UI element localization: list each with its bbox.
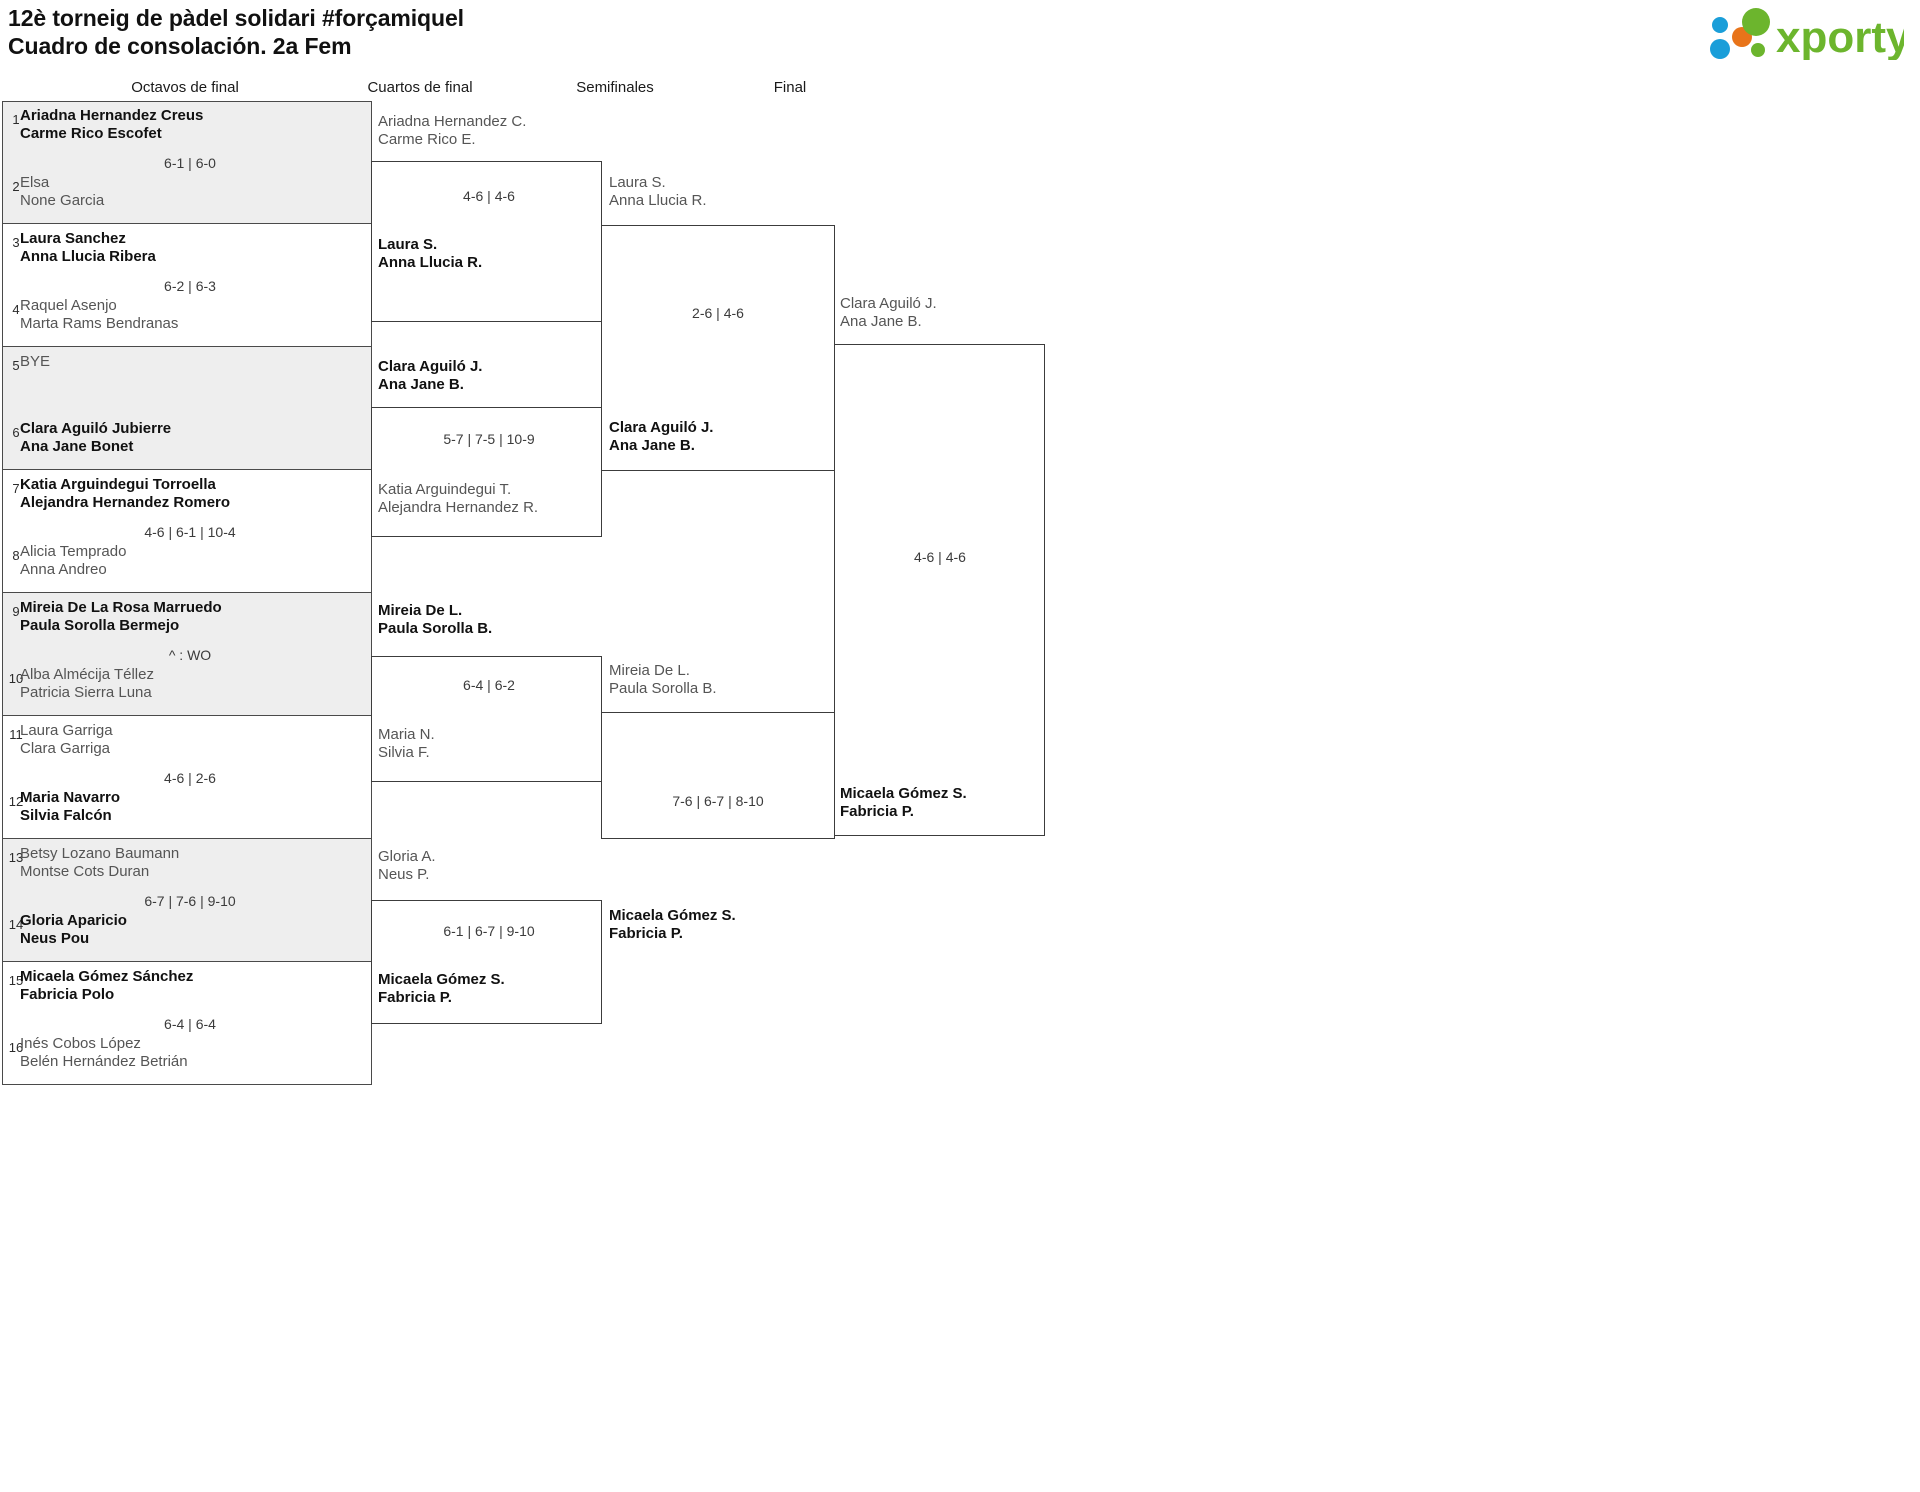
sf-score: 7-6 | 6-7 | 8-10: [672, 793, 764, 809]
r16-score: 6-4 | 6-4: [164, 1016, 216, 1032]
r16-match-cell[interactable]: [2, 347, 372, 470]
sf-team-top[interactable]: Mireia De L.Paula Sorolla B.: [609, 662, 717, 698]
qf-score: 6-4 | 6-2: [463, 677, 515, 693]
player-name: Micaela Gómez S.: [378, 971, 505, 988]
qf-team-bottom[interactable]: Katia Arguindegui T.Alejandra Hernandez …: [378, 481, 538, 517]
player-name: Paula Sorolla B.: [609, 680, 717, 697]
qf-score: 4-6 | 4-6: [463, 188, 515, 204]
sf-team-bottom[interactable]: Clara Aguiló J.Ana Jane B.: [609, 419, 713, 455]
qf-team-top[interactable]: Ariadna Hernandez C.Carme Rico E.: [378, 113, 526, 149]
seed-number: 10: [8, 671, 24, 686]
player-name: Ariadna Hernandez C.: [378, 113, 527, 130]
final-score: 4-6 | 4-6: [914, 549, 966, 565]
r16-match-cell[interactable]: [2, 839, 372, 962]
bracket-subtitle: Cuadro de consolación. 2a Fem: [8, 33, 352, 59]
qf-team-bottom[interactable]: Laura S.Anna Llucia R.: [378, 236, 482, 272]
player-name: Ana Jane B.: [840, 313, 922, 330]
seed-number: 14: [8, 917, 24, 932]
player-name: Neus P.: [378, 866, 430, 883]
round-header-r16: Octavos de final: [131, 79, 239, 96]
player-name: Laura S.: [609, 174, 666, 191]
seed-number: 9: [12, 604, 20, 619]
r16-score: 6-2 | 6-3: [164, 278, 216, 294]
sf-team-top[interactable]: Laura S.Anna Llucia R.: [609, 174, 707, 210]
player-name: Carme Rico E.: [378, 131, 476, 148]
player-name: Anna Llucia R.: [378, 254, 483, 271]
qf-team-top[interactable]: Clara Aguiló J.Ana Jane B.: [378, 358, 482, 394]
sf-connector-2: [601, 712, 835, 839]
player-name: Gloria A.: [378, 848, 436, 865]
r16-score: 4-6 | 6-1 | 10-4: [144, 524, 236, 540]
round-header-sf: Semifinales: [576, 79, 654, 96]
player-name: Fabricia P.: [378, 989, 452, 1006]
qf-score: 6-1 | 6-7 | 9-10: [443, 923, 535, 939]
sf-team-bottom[interactable]: Micaela Gómez S.Fabricia P.: [609, 907, 736, 943]
seed-number: 4: [12, 302, 20, 317]
qf-team-bottom[interactable]: Maria N.Silvia F.: [378, 726, 435, 762]
player-name: Ana Jane B.: [378, 376, 464, 393]
seed-number: 5: [12, 358, 20, 373]
player-name: Fabricia P.: [609, 925, 683, 942]
player-name: Mireia De L.: [378, 602, 463, 619]
seed-number: 16: [8, 1040, 24, 1055]
logo-dot-blue-bottom: [1710, 39, 1730, 59]
qf-connector-4: [371, 900, 602, 1024]
player-name: Alejandra Hernandez R.: [378, 499, 539, 516]
xporty-logo[interactable]: xporty: [1704, 8, 1911, 62]
qf-score: 5-7 | 7-5 | 10-9: [443, 431, 535, 447]
seed-number: 7: [12, 481, 20, 496]
player-name: Ana Jane B.: [609, 437, 695, 454]
seed-number: 6: [12, 425, 20, 440]
player-name: Katia Arguindegui T.: [378, 481, 512, 498]
qf-team-top[interactable]: Gloria A.Neus P.: [378, 848, 436, 884]
round-header-f: Final: [773, 79, 807, 96]
qf-connector-2: [371, 407, 602, 537]
sf-score: 2-6 | 4-6: [692, 305, 744, 321]
player-name: Clara Aguiló J.: [840, 295, 937, 312]
player-name: Clara Aguiló J.: [378, 358, 483, 375]
logo-dot-blue-top: [1712, 17, 1728, 33]
seed-number: 12: [8, 794, 24, 809]
player-name: Anna Llucia R.: [609, 192, 707, 209]
r16-score: 4-6 | 2-6: [164, 770, 216, 786]
final-connector: [834, 344, 1045, 836]
tournament-title: 12è torneig de pàdel solidari #forçamiqu…: [8, 5, 464, 31]
logo-dot-green-small: [1751, 43, 1765, 57]
logo-wordmark: xporty: [1776, 13, 1904, 60]
final-team-top[interactable]: Clara Aguiló J.Ana Jane B.: [840, 295, 937, 331]
qf-connector-3: [371, 656, 602, 782]
player-name: Silvia F.: [378, 744, 430, 761]
round-header-qf: Cuartos de final: [367, 79, 473, 96]
qf-team-top[interactable]: Mireia De L.Paula Sorolla B.: [378, 602, 492, 638]
player-name: Fabricia P.: [840, 803, 914, 820]
seed-number: 3: [12, 235, 20, 250]
player-name: Laura S.: [378, 236, 438, 253]
final-team-bottom[interactable]: Micaela Gómez S.Fabricia P.: [840, 785, 967, 821]
seed-number: 13: [8, 850, 24, 865]
seed-number: 11: [9, 727, 23, 742]
player-name: Micaela Gómez S.: [609, 907, 736, 924]
qf-team-bottom[interactable]: Micaela Gómez S.Fabricia P.: [378, 971, 505, 1007]
r16-match-cell[interactable]: [2, 101, 372, 224]
player-name: Maria N.: [378, 726, 435, 743]
logo-dot-green-big: [1742, 8, 1770, 36]
seed-number: 1: [12, 112, 20, 127]
seed-number: 8: [12, 548, 20, 563]
xporty-logo-svg: xporty: [1710, 8, 1911, 62]
player-name: Clara Aguiló J.: [609, 419, 714, 436]
r16-score: 6-7 | 7-6 | 9-10: [144, 893, 236, 909]
seed-number: 2: [12, 179, 20, 194]
player-name: Mireia De L.: [609, 662, 690, 679]
seed-number: 15: [8, 973, 24, 988]
r16-match-cell[interactable]: [2, 593, 372, 716]
page-title: 12è torneig de pàdel solidari #forçamiqu…: [8, 4, 1008, 60]
player-name: Paula Sorolla B.: [378, 620, 493, 637]
r16-score: ^ : WO: [168, 647, 212, 663]
r16-score: 6-1 | 6-0: [164, 155, 216, 171]
player-name: Micaela Gómez S.: [840, 785, 967, 802]
